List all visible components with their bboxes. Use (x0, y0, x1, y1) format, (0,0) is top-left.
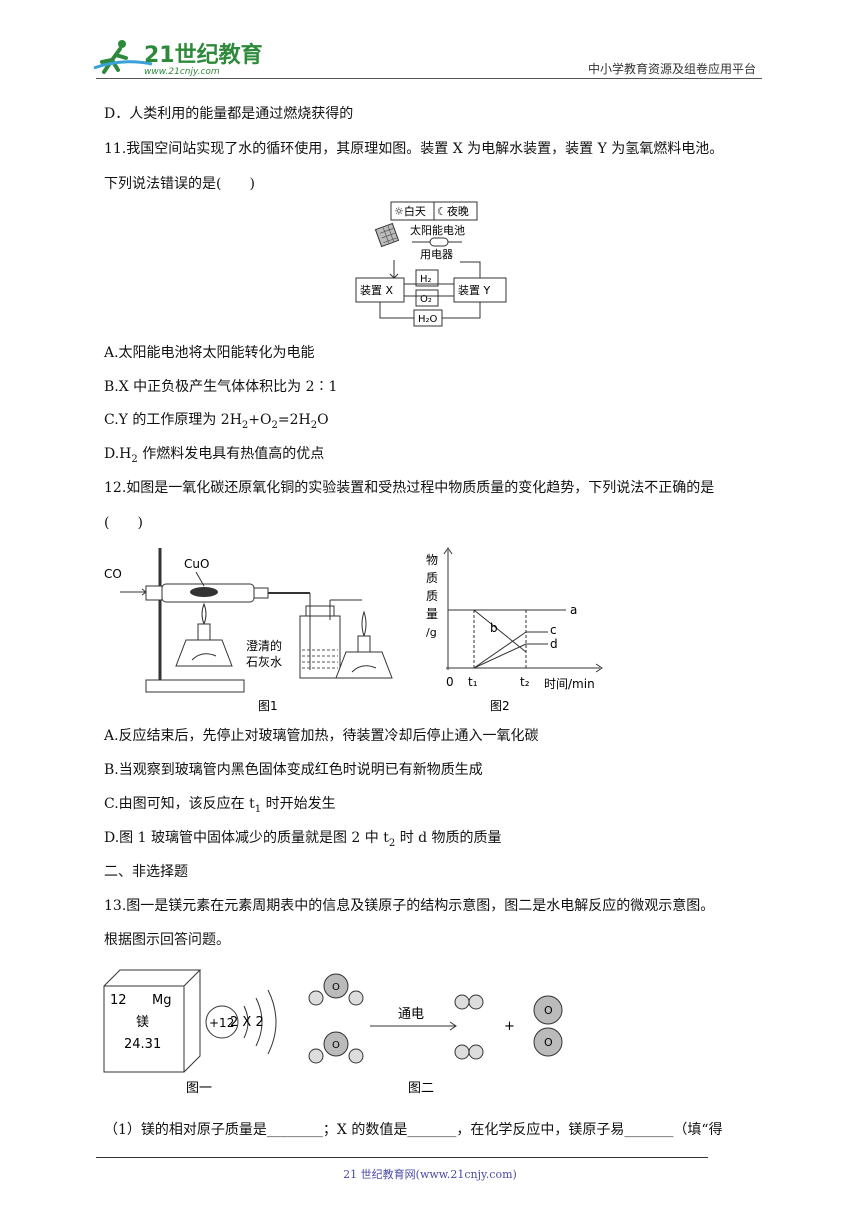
h2o-label: H₂O (418, 314, 438, 325)
solar-panel-icon (374, 222, 400, 248)
q12-stem-2: ( ) (104, 515, 143, 531)
fig1-caption: 图1 (258, 699, 278, 713)
origin-label: 0 (446, 675, 454, 689)
q12-option-a: A.反应结束后，先停止对玻璃管加热，待装置冷却后停止通入一氧化碳 (104, 728, 539, 744)
atomic-mass: 24.31 (124, 1037, 161, 1052)
label-d: d (550, 637, 558, 651)
header-divider (96, 78, 762, 79)
caption-fig1: 图一 (186, 1081, 212, 1096)
q13-stem-2: 根据图示回答问题。 (104, 932, 230, 948)
day-label: ☼白天 (394, 204, 426, 218)
logo-text: 21世纪教育 (144, 42, 262, 68)
device-y-label: 装置 Y (458, 284, 490, 297)
q12-figure-2: 物 质 质 量 /g a b c d 0 t₁ t₂ 时间/min 图2 (420, 544, 620, 724)
electrolysis-label: 通电 (398, 1007, 424, 1022)
nucleus-charge: +12 (209, 1016, 234, 1030)
logo-url: www.21cnjy.com (144, 67, 220, 77)
fig2-caption: 图2 (490, 699, 510, 713)
solar-cell-label: 太阳能电池 (410, 223, 465, 237)
q12-stem-1: 12.如图是一氧化碳还原氧化铜的实验装置和受热过程中物质质量的变化趋势，下列说法… (104, 480, 715, 496)
q12-figure-1: CO CuO 澄清的 石灰水 (100, 540, 400, 724)
q10-option-d: D．人类利用的能量都是通过燃烧获得的 (104, 106, 354, 122)
t1-label: t₁ (468, 675, 478, 689)
label-b: b (490, 621, 498, 635)
ylabel-1: 物 (426, 553, 438, 567)
cuo-label: CuO (184, 557, 209, 571)
ylabel-3: 质 (426, 589, 438, 603)
label-a: a (570, 603, 577, 617)
device-x-label: 装置 X (360, 284, 393, 297)
xlabel: 时间/min (544, 677, 595, 691)
hydrogen-molecules (454, 994, 484, 1060)
co-label: CO (104, 567, 122, 581)
svg-text:O: O (332, 1040, 340, 1051)
q11-stem-1: 11.我国空间站实现了水的循环使用，其原理如图。装置 X 为电解水装置，装置 Y… (104, 141, 724, 157)
q11-option-a: A.太阳能电池将太阳能转化为电能 (104, 345, 315, 361)
alcohol-lamp-1 (175, 602, 233, 667)
water-molecules: O O (308, 973, 364, 1064)
svg-text:O: O (544, 1036, 553, 1049)
label-c: c (550, 623, 557, 637)
atomic-number: 12 (110, 993, 127, 1008)
q11-figure: ☼白天 ☾夜晚 太阳能电池 用电器 装置 X 装置 Y H₂ O₂ H₂O (350, 198, 510, 334)
q13-figure: 12 Mg 镁 24.31 +12 2 X 2 O O 通电 (100, 962, 580, 1106)
runner-icon (93, 40, 153, 74)
series-b-line (473, 609, 527, 653)
appliance-icon (412, 237, 462, 247)
caption-fig2: 图二 (408, 1081, 434, 1096)
electron-shells: 2 X 2 (230, 1015, 264, 1030)
svg-text:O: O (332, 982, 340, 993)
q12-option-d: D.图 1 玻璃管中固体减少的质量就是图 2 中 t2 时 d 物质的质量 (104, 830, 502, 849)
ylabel-2: 质 (426, 571, 438, 585)
platform-name: 中小学教育资源及组卷应用平台 (587, 62, 756, 76)
q11-option-b: B.X 中正负极产生气体体积比为 2∶1 (104, 379, 338, 395)
yunit: /g (426, 626, 437, 639)
q11-stem-2: 下列说法错误的是( ) (104, 176, 255, 192)
section-title: 二、非选择题 (104, 864, 188, 880)
h2-label: H₂ (420, 274, 432, 285)
night-label: ☾夜晚 (437, 204, 469, 218)
atom-structure: +12 2 X 2 (205, 989, 277, 1055)
alcohol-lamp-2 (335, 610, 393, 679)
q13-subquestion-1: （1）镁的相对原子质量是________；X 的数值是_______，在化学反应… (104, 1122, 723, 1138)
ylabel-4: 量 (426, 607, 438, 621)
footer-divider (96, 1157, 708, 1158)
o2-label: O₂ (420, 294, 432, 305)
limewater-label-1: 澄清的 (246, 638, 282, 653)
svg-text:O: O (544, 1004, 553, 1017)
logo: 21世纪教育 www.21cnjy.com (92, 36, 263, 78)
q11-option-d: D.H2 作燃料发电具有热值高的优点 (104, 446, 325, 465)
plus-sign: + (504, 1019, 515, 1034)
t2-label: t₂ (520, 675, 530, 689)
q12-option-b: B.当观察到玻璃管内黑色固体变成红色时说明已有新物质生成 (104, 762, 483, 778)
series-c-line (473, 631, 527, 669)
limewater-label-2: 石灰水 (246, 655, 282, 669)
footer-text: 21 世纪教育网(www.21cnjy.com) (343, 1168, 517, 1181)
wash-bottle (299, 593, 362, 679)
element-cube: 12 Mg 镁 24.31 (103, 969, 202, 1073)
element-name: 镁 (136, 1015, 149, 1030)
oxygen-molecule: O O (533, 995, 563, 1057)
q12-option-c: C.由图可知，该反应在 t1 时开始发生 (104, 796, 336, 815)
series-d-line (473, 643, 527, 669)
q13-stem-1: 13.图一是镁元素在元素周期表中的信息及镁原子的结构示意图，图二是水电解反应的微… (104, 898, 715, 914)
q11-option-c: C.Y 的工作原理为 2H2+O2=2H2O (104, 412, 329, 431)
appliance-label: 用电器 (420, 248, 453, 261)
element-symbol: Mg (152, 993, 171, 1008)
